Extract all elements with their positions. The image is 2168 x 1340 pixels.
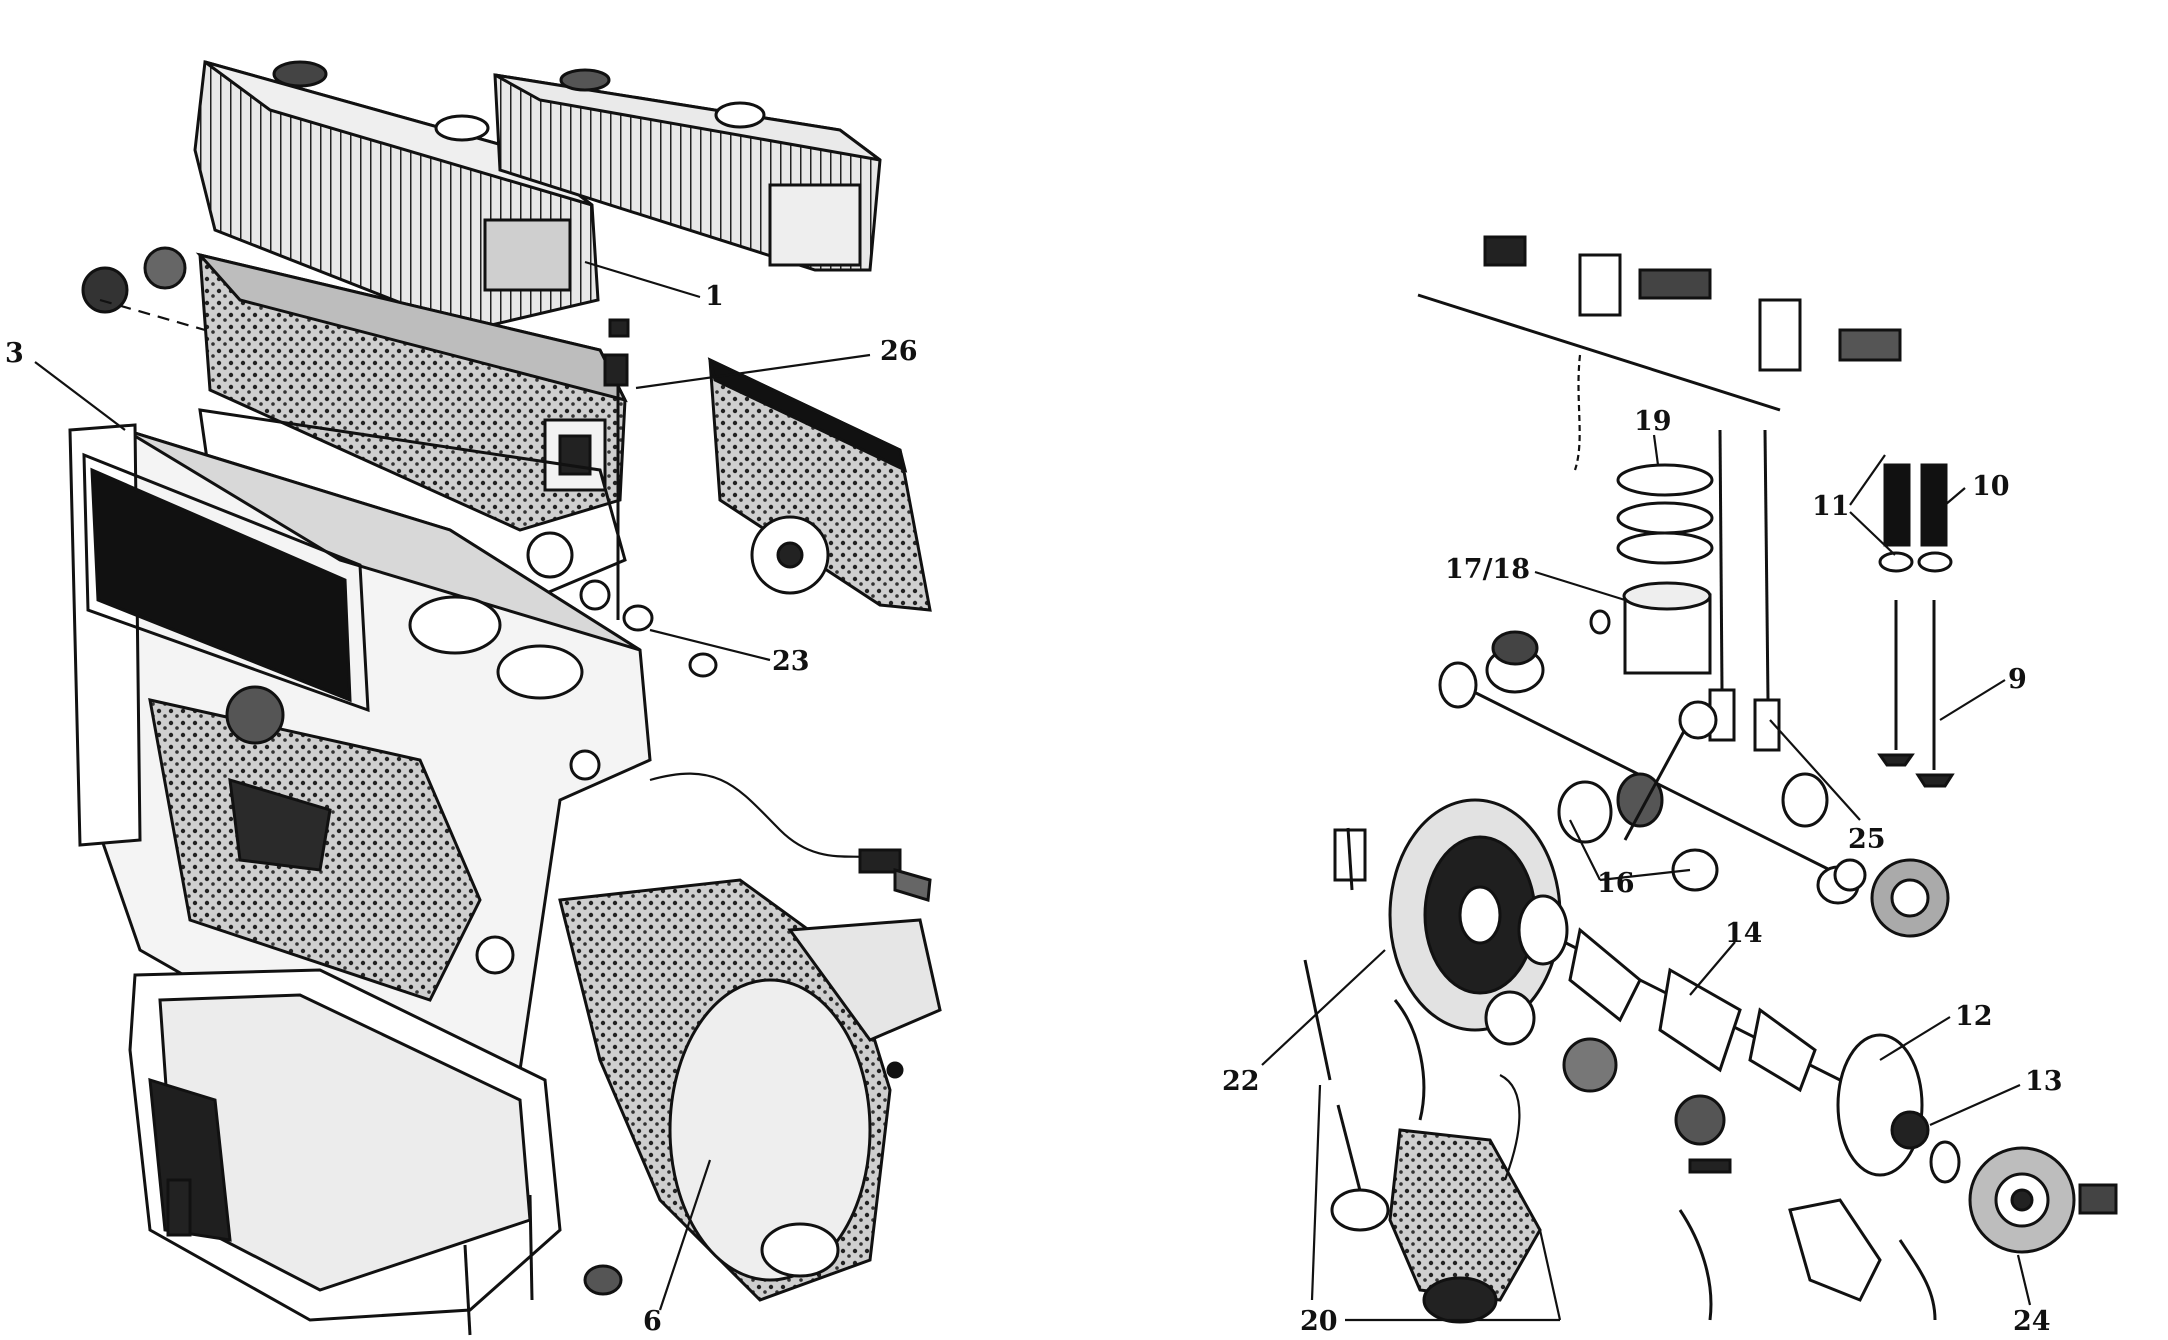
oil-feed-pipe bbox=[649, 772, 932, 902]
callout-9: 9 bbox=[2008, 664, 2027, 695]
callout-10: 10 bbox=[1972, 471, 2010, 502]
push-rods bbox=[1708, 429, 1781, 752]
callout-11: 11 bbox=[1812, 491, 1850, 522]
rocker-cover-rear bbox=[493, 68, 882, 272]
cylinder-head bbox=[81, 246, 630, 620]
callout-17-18: 17/18 bbox=[1445, 554, 1530, 585]
timing-chain bbox=[1836, 1033, 1961, 1184]
callout-13: 13 bbox=[2025, 1066, 2063, 1097]
lower-misc-parts bbox=[1678, 1158, 1937, 1321]
callout-labels: 1 3 26 23 6 19 17/18 11 10 9 25 16 14 12… bbox=[5, 281, 2063, 1337]
callout-22: 22 bbox=[1222, 1066, 1260, 1097]
callout-14: 14 bbox=[1725, 918, 1763, 949]
valves-springs bbox=[1877, 463, 1955, 788]
callout-3: 3 bbox=[5, 338, 24, 369]
piston-rings bbox=[1616, 463, 1714, 565]
rocker-cover-front bbox=[193, 60, 600, 332]
callout-23: 23 bbox=[772, 646, 810, 677]
cam-sprocket bbox=[1833, 858, 1950, 938]
callout-20: 20 bbox=[1300, 1306, 1338, 1337]
oil-pump bbox=[1303, 827, 1542, 1324]
flywheel bbox=[1388, 798, 1562, 1032]
connecting-rod bbox=[1491, 630, 1719, 892]
small-seal bbox=[622, 604, 718, 678]
callout-25: 25 bbox=[1848, 824, 1886, 855]
callout-leader-lines bbox=[34, 260, 2032, 1322]
side-cover-gasket bbox=[68, 423, 370, 847]
callout-6: 6 bbox=[643, 1306, 662, 1337]
callout-26: 26 bbox=[880, 336, 918, 367]
crank-pulley bbox=[1968, 1146, 2118, 1254]
rocker-shaft-assembly bbox=[1417, 235, 1902, 471]
callout-16: 16 bbox=[1597, 868, 1635, 899]
oil-pan bbox=[128, 968, 623, 1336]
piston bbox=[1589, 581, 1712, 675]
callout-12: 12 bbox=[1955, 1001, 1993, 1032]
crankshaft bbox=[1484, 894, 1841, 1146]
callout-1: 1 bbox=[705, 281, 724, 312]
timing-cover bbox=[558, 878, 942, 1302]
callout-24: 24 bbox=[2013, 1306, 2051, 1337]
callout-19: 19 bbox=[1634, 406, 1672, 437]
water-pump bbox=[707, 357, 932, 612]
